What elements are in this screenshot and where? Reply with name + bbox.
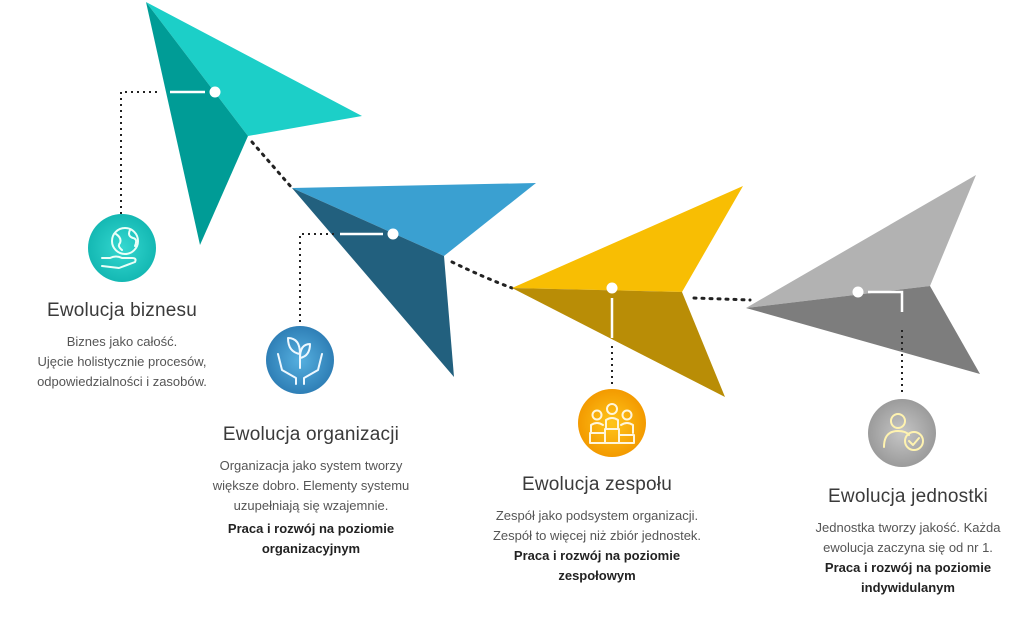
stage-title: Ewolucja jednostki	[828, 486, 988, 507]
stage-description-line: Biznes jako całość.	[66, 334, 178, 349]
stage-emphasis-line: Praca i rozwój na poziomie	[227, 521, 395, 536]
stage-description-line: odpowiedzialności i zasobów.	[37, 374, 207, 389]
paper-plane-zespol	[512, 186, 743, 397]
stage-biznes: Ewolucja biznesu Biznes jako całość. Uję…	[10, 300, 234, 392]
stage-emphasis-line: Praca i rozwój na poziomie	[824, 560, 992, 575]
leader-jednostka	[852, 286, 904, 396]
leader-organizacja	[299, 228, 399, 322]
stage-emphasis-line: organizacyjnym	[261, 541, 361, 556]
globe-hand-icon	[88, 214, 156, 282]
leader-biznes	[120, 86, 221, 214]
stage-description-line: ewolucja zaczyna się od nr 1.	[823, 540, 993, 555]
stage-emphasis-line: Praca i rozwój na poziomie	[513, 548, 681, 563]
stage-description-line: Organizacja jako system tworzy	[219, 458, 403, 473]
stage-description-line: Ujęcie holistycznie procesów,	[37, 354, 207, 369]
person-check-icon	[868, 399, 936, 467]
paper-plane-biznes	[146, 2, 362, 245]
stage-description-line: uzupełniają się wzajemnie.	[233, 498, 389, 513]
stage-title: Ewolucja biznesu	[46, 300, 197, 321]
stage-organizacja: Ewolucja organizacji Organizacja jako sy…	[186, 424, 436, 559]
stage-title: Ewolucja zespołu	[521, 474, 672, 495]
stage-description-line: większe dobro. Elementy systemu	[212, 478, 410, 493]
stage-zespol: Ewolucja zespołu Zespół jako podsystem o…	[466, 474, 728, 586]
stage-description-line: Zespół jako podsystem organizacji.	[495, 508, 699, 523]
stage-description-line: Zespół to więcej niż zbiór jednostek.	[492, 528, 702, 543]
stage-emphasis-line: zespołowym	[558, 568, 636, 583]
team-podium-icon	[578, 389, 646, 457]
leader-zespol	[606, 282, 618, 388]
stage-description-line: Jednostka tworzy jakość. Każda	[815, 520, 1001, 535]
connector-zespol-jednostka	[692, 296, 752, 302]
stage-jednostka: Ewolucja jednostki Jednostka tworzy jako…	[788, 486, 1028, 598]
stage-emphasis-line: indywidulanym	[861, 580, 955, 595]
paper-plane-jednostka	[746, 175, 980, 374]
stage-title: Ewolucja organizacji	[222, 424, 400, 445]
paper-plane-organizacja	[292, 183, 536, 377]
connector-organizacja-zespol	[450, 260, 514, 290]
plant-hands-icon	[266, 326, 334, 394]
connector-biznes-organizacja	[250, 140, 294, 190]
